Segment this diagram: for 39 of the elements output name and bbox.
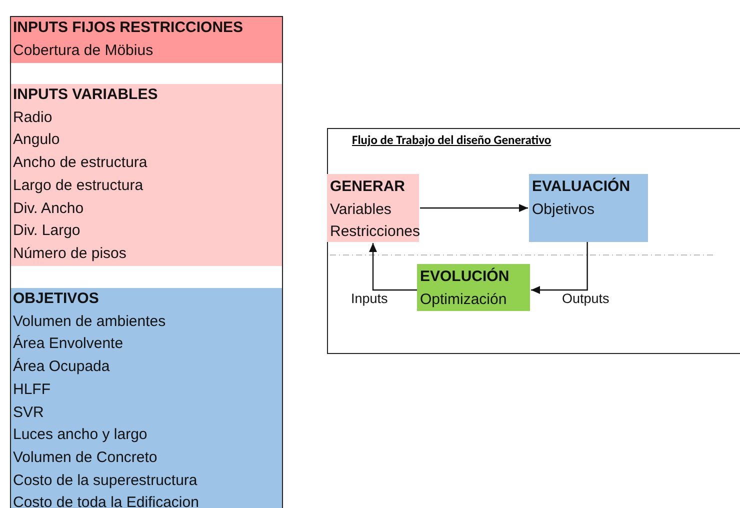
process-box [417,264,530,311]
list-item: Área Ocupada [13,357,111,378]
section-heading: GENERAR [330,177,406,197]
list-item: Radio [13,108,54,128]
arrow [369,243,417,291]
list-item: Optimización [420,290,508,310]
edge-label: Inputs [351,291,388,306]
section-heading: INPUTS VARIABLES [13,85,159,105]
process-box [529,174,648,242]
list-item: Cobertura de Möbius [13,40,154,61]
table-section [11,84,282,266]
list-item: Angulo [13,130,61,150]
table-section [11,288,282,508]
list-item: Número de pisos [13,244,128,264]
list-item: Largo de estructura [13,176,144,196]
arrow [420,204,528,212]
list-item: Costo de la superestructura [13,470,198,491]
list-item: Variables [330,200,392,220]
edge-label: Outputs [562,291,610,306]
panel-title: Flujo de Trabajo del diseño Generativo [352,133,552,148]
list-item: HLFF [13,380,52,400]
list-item: Div. Largo [13,221,82,242]
list-item: Costo de toda la Edificacion [13,493,200,508]
process-box [327,174,419,242]
section-heading: INPUTS FIJOS RESTRICCIONES [13,18,244,38]
list-item: SVR [13,402,45,423]
list-item: Luces ancho y largo [13,425,148,446]
list-item: Objetivos [532,200,596,220]
arrow [531,242,588,294]
list-item: Volumen de ambientes [13,312,167,332]
list-item: Volumen de Concreto [13,448,158,468]
list-item: Ancho de estructura [13,153,148,174]
list-item: Área Envolvente [13,334,124,354]
section-heading: OBJETIVOS [13,289,100,309]
section-heading: EVALUACIÓN [532,176,632,197]
workflow-panel [327,128,740,354]
list-item: Div. Ancho [13,198,85,219]
table-section [11,17,282,63]
section-heading: EVOLUCIÓN [420,266,510,287]
